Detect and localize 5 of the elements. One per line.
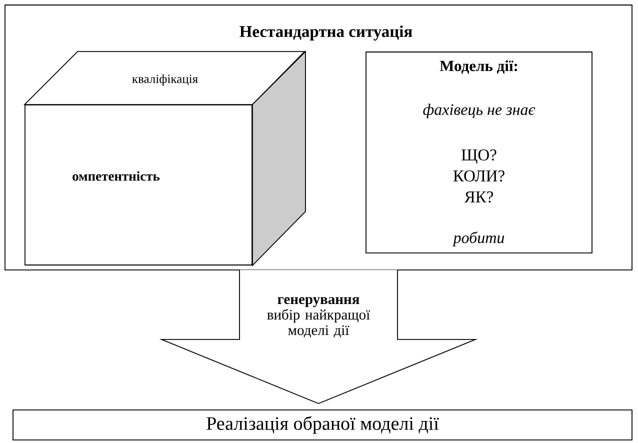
node-label: кваліфікація (132, 74, 198, 86)
model-box: Модель дії: фахівець не знає ЩО? КОЛИ? ЯК? робити (366, 52, 592, 254)
result-box: Реалізація обраної моделі дії (12, 410, 632, 440)
block-arrow (159, 269, 478, 404)
edge-label: генерування вибір найкращої моделі дії (267, 297, 370, 338)
